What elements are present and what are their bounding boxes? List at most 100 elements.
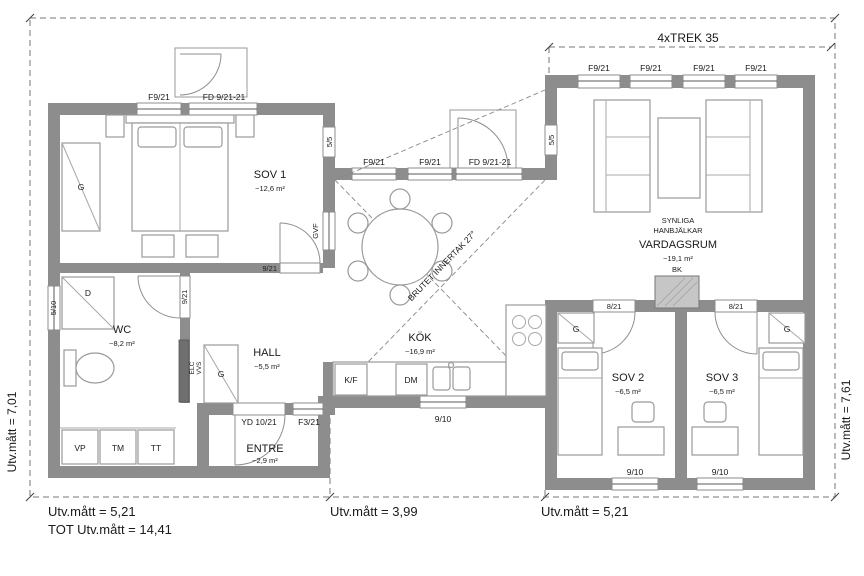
label-window-f921-right-3: F9/21 (693, 63, 715, 73)
nightstand (105, 114, 125, 138)
door-opening-sov2 (592, 299, 636, 313)
label-tm: TM (112, 443, 124, 453)
furniture-kok (332, 188, 547, 397)
chair (347, 260, 369, 282)
toilet-bowl (75, 352, 115, 384)
hob-burner (512, 315, 526, 329)
pillow (561, 351, 599, 371)
label-entry-door: YD 10/21 (241, 417, 277, 427)
label-window-f321: F3/21 (298, 417, 320, 427)
sink-basin (432, 366, 451, 391)
label-door-sov2: 8/21 (607, 302, 622, 311)
label-window-910-kitchen: 9/10 (435, 414, 452, 424)
chair (631, 401, 655, 423)
label-room-wc: WC (113, 324, 131, 336)
door-swing-entre (234, 414, 286, 466)
electrical-cabinet (178, 339, 190, 403)
label-wardrobe-hall: G (218, 369, 225, 379)
faucet (447, 361, 455, 369)
door-opening-sov3 (714, 299, 758, 313)
bench (141, 234, 175, 258)
fridge-freezer (334, 363, 368, 396)
label-door-sov1: 9/21 (262, 264, 277, 273)
label-window-f921-left: F9/21 (148, 92, 170, 102)
label-beams-1: SYNLIGA (662, 216, 695, 225)
label-window-gvf: GVF (311, 223, 320, 239)
furniture-sov2 (557, 312, 665, 456)
door-swing-sov1 (279, 222, 321, 264)
label-wardrobe-sov1: G (78, 182, 85, 192)
label-area-sov3: ~6,5 m² (709, 387, 735, 396)
desk (691, 426, 739, 456)
label-shower: D (85, 288, 91, 298)
label-window-510: 5/10 (49, 301, 58, 316)
label-wardrobe-sov2: G (573, 324, 580, 334)
chair (703, 401, 727, 423)
label-area-entre: ~2,9 m² (252, 456, 278, 465)
label-window-910-sov3: 9/10 (712, 467, 729, 477)
label-room-sov3: SOV 3 (706, 372, 738, 384)
chair (389, 284, 411, 306)
label-trek-dimension: 4xTREK 35 (657, 31, 719, 45)
label-window-fd-center: FD 9/21-21 (469, 157, 512, 167)
furniture-sov1 (61, 114, 255, 258)
furniture-vardagsrum (593, 99, 763, 309)
label-window-f921-right-1: F9/21 (588, 63, 610, 73)
label-dim-right: Utv.mått = 7,61 (839, 379, 853, 460)
door-opening-sov1 (279, 262, 321, 274)
door-swings (137, 222, 758, 466)
label-room-entre: ENTRE (246, 443, 283, 455)
windows (47, 74, 778, 491)
label-area-sov1: ~12,6 m² (255, 184, 285, 193)
fd-door-swing-center (457, 117, 509, 169)
wall-break-55-left (322, 126, 336, 158)
label-bk: BK (672, 265, 682, 274)
label-window-fd-left: FD 9/21-21 (203, 92, 246, 102)
pillow (762, 351, 800, 371)
desk (617, 426, 665, 456)
furniture-hall (203, 344, 239, 404)
label-area-vardagsrum: ~19,1 m² (663, 254, 693, 263)
label-area-kok: ~16,9 m² (405, 347, 435, 356)
label-window-f921-center-2: F9/21 (419, 157, 441, 167)
label-room-sov1: SOV 1 (254, 169, 286, 181)
chair (347, 212, 369, 234)
dryer (137, 429, 175, 465)
label-elc: ELC (189, 361, 196, 374)
hob-burner (512, 332, 526, 346)
chair (389, 188, 411, 210)
label-beams-2: HANBJÄLKAR (653, 226, 703, 235)
door-swing-wc (137, 275, 181, 319)
label-55-left: 5/5 (325, 137, 334, 147)
sink-basin (452, 366, 471, 391)
sofa-left (593, 99, 651, 213)
furniture-wc (60, 276, 190, 465)
chair (431, 260, 453, 282)
label-window-f921-right-2: F9/21 (640, 63, 662, 73)
dishwasher (395, 363, 428, 396)
bed-headboard (125, 114, 235, 124)
label-55-right: 5/5 (547, 135, 556, 145)
hob-burner (528, 332, 542, 346)
label-dishwasher: DM (404, 375, 417, 385)
label-tt: TT (151, 443, 161, 453)
label-room-vardagsrum: VARDAGSRUM (639, 239, 717, 251)
label-area-wc: ~8,2 m² (109, 339, 135, 348)
label-area-sov2: ~6,5 m² (615, 387, 641, 396)
label-vp: VP (74, 443, 86, 453)
label-dim-bottom-center: Utv.mått = 3,99 (330, 504, 418, 519)
top-left-landing (174, 47, 248, 98)
chair (431, 212, 453, 234)
door-swing-sov3 (714, 311, 758, 355)
wall-break-55-right (544, 124, 558, 156)
fd-door-swing-left (179, 53, 222, 96)
nightstand (235, 114, 255, 138)
hob-burner (528, 315, 542, 329)
pillow (183, 126, 223, 148)
heat-pump (61, 429, 99, 465)
toilet-tank (63, 349, 77, 387)
label-vvs: VVS (196, 361, 203, 375)
bench (185, 234, 219, 258)
